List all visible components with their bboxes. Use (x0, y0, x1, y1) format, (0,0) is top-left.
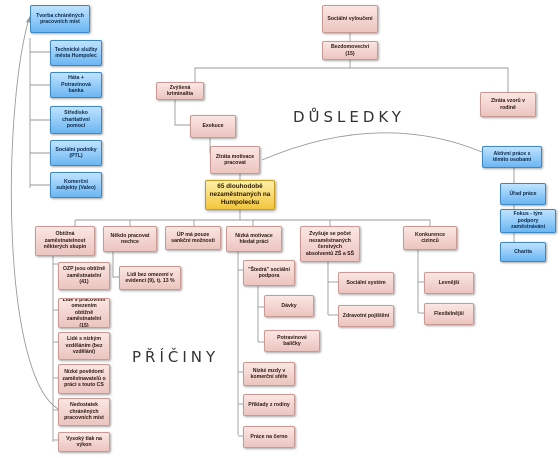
fokus-node: Fokus - tým podpory zaměstnávání (500, 209, 556, 233)
cause-child-node: Nedostatek chráněných pracovních míst (58, 398, 110, 426)
cause-node: Konkurence cizinců (403, 226, 457, 250)
cause-child-node: Vysoký tlak na výkon (58, 432, 110, 452)
cause-node: Obtížná zaměstnatelnost některých skupin (35, 226, 95, 256)
left-chain-item: Sociální podniky (PTL) (50, 140, 102, 166)
cause-node: Zvyšuje se počet nezaměstnaných čerstvýc… (300, 226, 360, 262)
cause-child-node: Lidé s nízkým vzděláním (bez vzdělání) (58, 332, 110, 360)
center-node: 65 dlouhodobě nezaměstnaných na Humpolec… (205, 180, 275, 210)
left-chain-item: Technické služby města Humpolec (50, 40, 102, 66)
homelessness-node: Bezdomovectví (15) (322, 41, 378, 60)
cause-child-node: Sociální systém (338, 272, 394, 294)
left-chain-item: Háta + Potravinová banka (50, 72, 102, 98)
consequences-label: DŮSLEDKY (293, 108, 405, 126)
cause-child-node: Nízké povědomí zaměstnavatelů o práci s … (58, 364, 110, 394)
cause-node: Nízká motivace hledat práci (226, 226, 282, 252)
cause-subchild-node: Potravinové balíčky (264, 330, 320, 352)
cause-child-node: Zdravotní pojištění (338, 305, 394, 327)
cause-child-node: Práce na černo (243, 426, 295, 448)
cause-subchild-node: Dávky (264, 295, 314, 317)
cause-child-node: Levnější (424, 272, 474, 294)
cause-child-node: Příklady z rodiny (243, 394, 295, 416)
execution-node: Exekuce (190, 115, 236, 138)
cause-node: Někdo pracovat nechce (103, 226, 157, 252)
cause-child-node: OZP jsou obtížně zaměstnatelní (41) (58, 262, 110, 290)
labour-office-node: Úřad práce (500, 183, 546, 205)
social-exclusion-node: Sociální vyloučení (322, 5, 378, 33)
active-work-node: Aktivní práce s těmito osobami (482, 146, 542, 168)
cause-child-node: "Štedrá" sociální podpora (243, 260, 295, 286)
left-chain-item: Komerční subjekty (Valeo) (50, 172, 102, 198)
role-model-loss-node: Ztráta vzorů v rodině (480, 92, 536, 117)
cause-child-node: Lidé s pracovním omezením obtížně zaměst… (58, 298, 110, 328)
causes-label: PŘÍČINY (132, 348, 220, 366)
protected-jobs-creation-node: Tvorba chráněných pracovních míst (30, 5, 90, 33)
left-chain-item: Středisko charitativní pomoci (50, 106, 102, 134)
cause-node: ÚP má pouze sankční možnosti (165, 226, 221, 250)
crime-node: Zvýšená kriminalita (156, 82, 204, 100)
motivation-loss-node: Ztráta motivace pracovat (210, 146, 260, 174)
charita-node: Charita (500, 242, 546, 262)
cause-child-node: Nízké mzdy v komerční sféře (243, 362, 295, 386)
cause-child-node: Flexibilnější (424, 303, 474, 325)
cause-child-node: Lidi bez omezení v evidenci (9), tj. 13 … (119, 266, 181, 290)
